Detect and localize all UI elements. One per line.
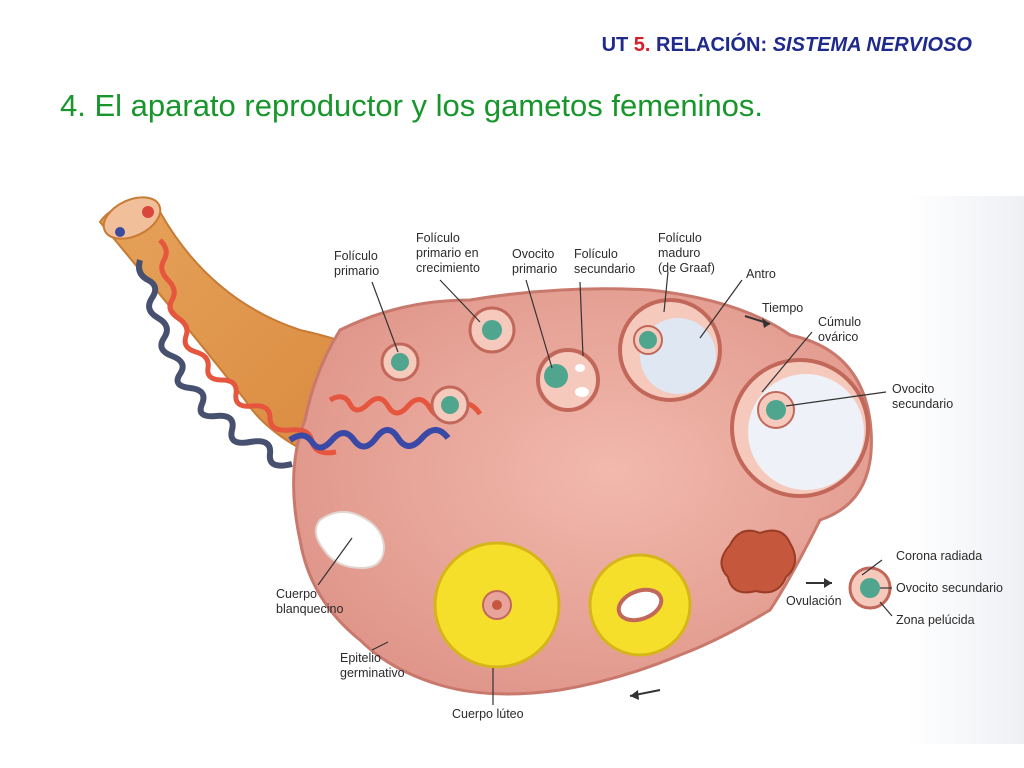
- label-foliculo-primario: Folículo primario: [334, 249, 381, 278]
- label-cuerpo-blanquecino: Cuerpo blanquecino: [276, 587, 343, 616]
- slide-header: UT 5. RELACIÓN: SISTEMA NERVIOSO: [602, 34, 972, 57]
- header-prefix: UT: [601, 34, 634, 56]
- vessel-opening-red: [142, 206, 154, 218]
- artery: [158, 238, 337, 456]
- label-epitelio-germinativo: Epitelio germinativo: [340, 651, 405, 680]
- label-foliculo-maduro: Folículo maduro (de Graaf): [658, 231, 715, 275]
- follicle-secondary: [536, 348, 600, 412]
- label-corona-radiada: Corona radiada: [896, 549, 982, 563]
- vessel-opening-blue: [115, 227, 125, 237]
- label-ovocito-secundario: Ovocito secundario: [892, 382, 953, 411]
- time-arrow-head: [762, 318, 770, 328]
- label-cumulo: Cúmulo ovárico: [818, 315, 865, 344]
- follicle-primary-1: [380, 342, 420, 382]
- cycle-arrow-head: [630, 690, 639, 700]
- label-foliculo-crecimiento: Folículo primario en crecimiento: [416, 231, 482, 275]
- follicle-primary-2: [430, 385, 470, 425]
- follicle-ovulating: [730, 358, 870, 498]
- label-antro: Antro: [746, 267, 776, 281]
- label-ovocito-primario: Ovocito primario: [512, 247, 558, 276]
- label-ovocito-secundario-2: Ovocito secundario: [896, 581, 1003, 595]
- header-topic: SISTEMA NERVIOSO: [772, 34, 972, 56]
- label-zona-pelucida: Zona pelúcida: [896, 613, 975, 627]
- vein: [136, 259, 293, 469]
- label-ovulacion: Ovulación: [786, 594, 842, 608]
- vein-blue: [288, 427, 451, 451]
- label-foliculo-secundario: Folículo secundario: [574, 247, 635, 276]
- corpus-luteum-small: [588, 553, 692, 657]
- released-oocyte: [848, 566, 892, 610]
- ovulation-arrow-head: [824, 578, 832, 588]
- leader-lines: [317, 271, 893, 705]
- label-cuerpo-luteo: Cuerpo lúteo: [452, 707, 524, 721]
- header-unit-number: 5.: [633, 34, 651, 56]
- slide-title: 4. El aparato reproductor y los gametos …: [60, 88, 764, 123]
- label-tiempo: Tiempo: [762, 301, 803, 315]
- header-middle: RELACIÓN:: [650, 34, 773, 56]
- corpus-luteum-large: [433, 541, 561, 669]
- follicle-growing: [468, 306, 516, 354]
- ruptured-follicle: [720, 529, 797, 594]
- follicle-mature-graaf: [618, 298, 722, 402]
